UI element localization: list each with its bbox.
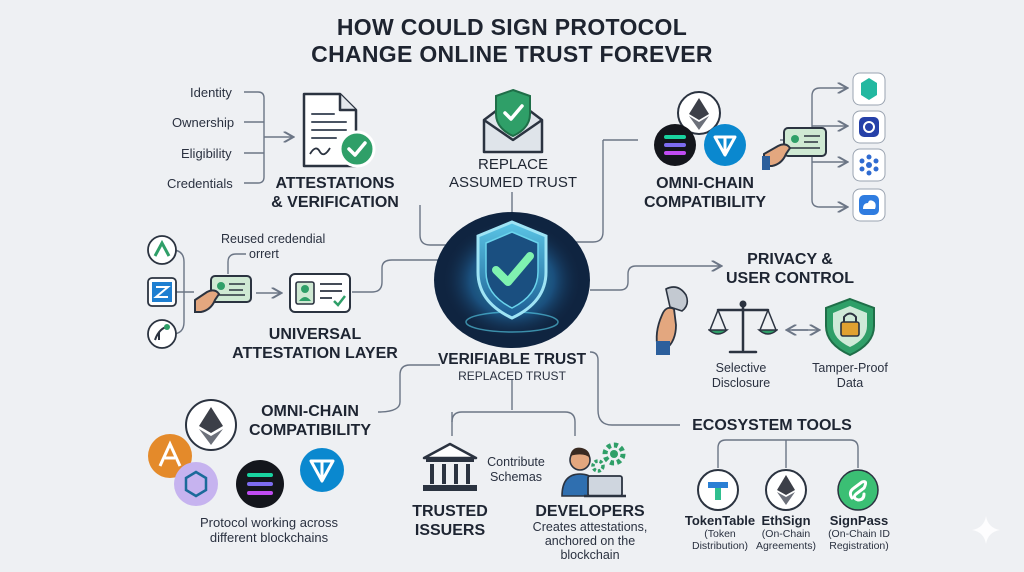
universal-heading: UNIVERSAL ATTESTATION LAYER [225, 325, 405, 363]
tool-tokentable-sub-2: Distribution) [691, 540, 749, 552]
ton-icon [704, 124, 746, 166]
universal-heading-line-1: UNIVERSAL [268, 326, 362, 343]
developers-line-3: blockchain [560, 548, 620, 562]
privacy-heading-line-1: PRIVACY & [747, 251, 833, 268]
omni-chain-top-heading: OMNI-CHAIN COMPATIBILITY [640, 174, 770, 212]
replace-trust-heading: REPLACE ASSUMED TRUST [438, 156, 588, 192]
tokentable-icon [697, 469, 739, 511]
attestations-heading: ATTESTATIONS & VERIFICATION [270, 174, 400, 212]
sparkle-icon [972, 516, 1000, 544]
center-title: VERIFIABLE TRUST [437, 351, 587, 368]
center-subtitle: REPLACED TRUST [458, 369, 566, 383]
replace-heading-line-2: ASSUMED TRUST [448, 174, 578, 191]
contribute-line-1: Contribute [487, 455, 545, 469]
developers-description: Creates attestations, anchored on the bl… [520, 520, 660, 562]
lock-shield-icon [825, 297, 875, 357]
attestation-item-ownership: Ownership [172, 115, 235, 130]
title-line-1: HOW COULD SIGN PROTOCOL [336, 14, 688, 40]
ethsign-icon [765, 469, 807, 511]
ecosystem-heading: ECOSYSTEM TOOLS [692, 417, 852, 434]
privacy-heading-line-2: USER CONTROL [726, 270, 854, 287]
tool-tokentable-name: TokenTable [684, 513, 756, 528]
scales-icon [708, 300, 778, 354]
omni-top-heading-line-2: COMPATIBILITY [643, 194, 767, 211]
ethereum-icon [677, 91, 721, 135]
chain-app-icons [852, 72, 886, 222]
tool-signpass: SignPass (On-Chain ID Registration) [814, 513, 904, 553]
hand-card-left-icon [194, 275, 252, 313]
omni-caption-line-1: Protocol working across [200, 515, 338, 530]
developers-line-1: Creates attestations, [532, 520, 648, 534]
attestation-item-credentials: Credentials [167, 176, 233, 191]
omni-bottom-heading-line-1: OMNI-CHAIN [261, 403, 359, 420]
attestations-heading-line-1: ATTESTATIONS [275, 175, 395, 192]
ethereum-bottom-icon [185, 399, 237, 451]
reused-note-line-2: orrert [249, 247, 279, 261]
hand-privacy-icon [655, 286, 689, 355]
tool-tokentable: TokenTable (Token Distribution) [676, 513, 764, 553]
omni-top-heading-line-1: OMNI-CHAIN [656, 175, 754, 192]
envelope-shield-icon [482, 88, 544, 154]
tool-ethsign: EthSign (On-Chain Agreements) [744, 513, 828, 553]
tool-ethsign-name: EthSign [761, 513, 811, 528]
reused-note-line-1: Reused credendial [221, 232, 326, 246]
attestation-item-eligibility: Eligibility [181, 146, 232, 161]
selective-line-2: Disclosure [711, 376, 771, 390]
omni-chain-bottom-heading: OMNI-CHAIN COMPATIBILITY [240, 402, 380, 440]
issuers-heading-line-2: ISSUERS [414, 522, 486, 539]
tamper-line-2: Data [836, 376, 864, 390]
selective-disclosure-label: Selective Disclosure [696, 361, 786, 391]
contribute-schemas: Contribute Schemas [478, 455, 554, 485]
replace-heading-line-1: REPLACE [477, 156, 549, 173]
reused-credential-note: Reused credendial orrert [221, 232, 325, 262]
developers-heading: DEVELOPERS [535, 503, 645, 520]
gear-icon [591, 442, 626, 473]
solana-icon [654, 124, 696, 166]
omni-bottom-caption: Protocol working across different blockc… [178, 515, 360, 545]
attestation-item-identity: Identity [190, 85, 232, 100]
checkmark-icon [338, 130, 376, 168]
tool-ethsign-sub-2: Agreements) [755, 540, 817, 552]
tool-signpass-sub-1: (On-Chain ID [828, 528, 890, 540]
developers-line-2: anchored on the [544, 534, 636, 548]
chain-cluster-icons [148, 434, 344, 508]
tamper-proof-label: Tamper-Proof Data [800, 361, 900, 391]
contribute-line-2: Schemas [489, 470, 543, 484]
omni-caption-line-2: different blockchains [209, 530, 329, 545]
signpass-icon [837, 469, 879, 511]
credential-card-icon [289, 273, 351, 313]
tool-signpass-name: SignPass [829, 513, 889, 528]
page-title: HOW COULD SIGN PROTOCOL CHANGE ONLINE TR… [0, 14, 1024, 68]
shield-check-icon [434, 212, 590, 348]
privacy-heading: PRIVACY & USER CONTROL [720, 250, 860, 288]
universal-heading-line-2: ATTESTATION LAYER [232, 345, 398, 362]
issuers-heading-line-1: TRUSTED [412, 503, 488, 520]
selective-line-1: Selective [715, 361, 767, 375]
hand-card-icon [762, 127, 827, 170]
developer-icon [561, 447, 626, 498]
omni-bottom-heading-line-2: COMPATIBILITY [248, 422, 372, 439]
attestations-heading-line-2: & VERIFICATION [271, 194, 399, 211]
tamper-line-1: Tamper-Proof [812, 361, 888, 375]
title-line-2: CHANGE ONLINE TRUST FOREVER [311, 41, 713, 67]
tool-ethsign-sub-1: (On-Chain [761, 528, 811, 540]
issuers-heading: TRUSTED ISSUERS [400, 502, 500, 540]
tool-signpass-sub-2: Registration) [829, 540, 889, 552]
bank-icon [422, 442, 478, 491]
left-chain-icons [147, 235, 177, 349]
tool-tokentable-sub-1: (Token [704, 528, 736, 540]
